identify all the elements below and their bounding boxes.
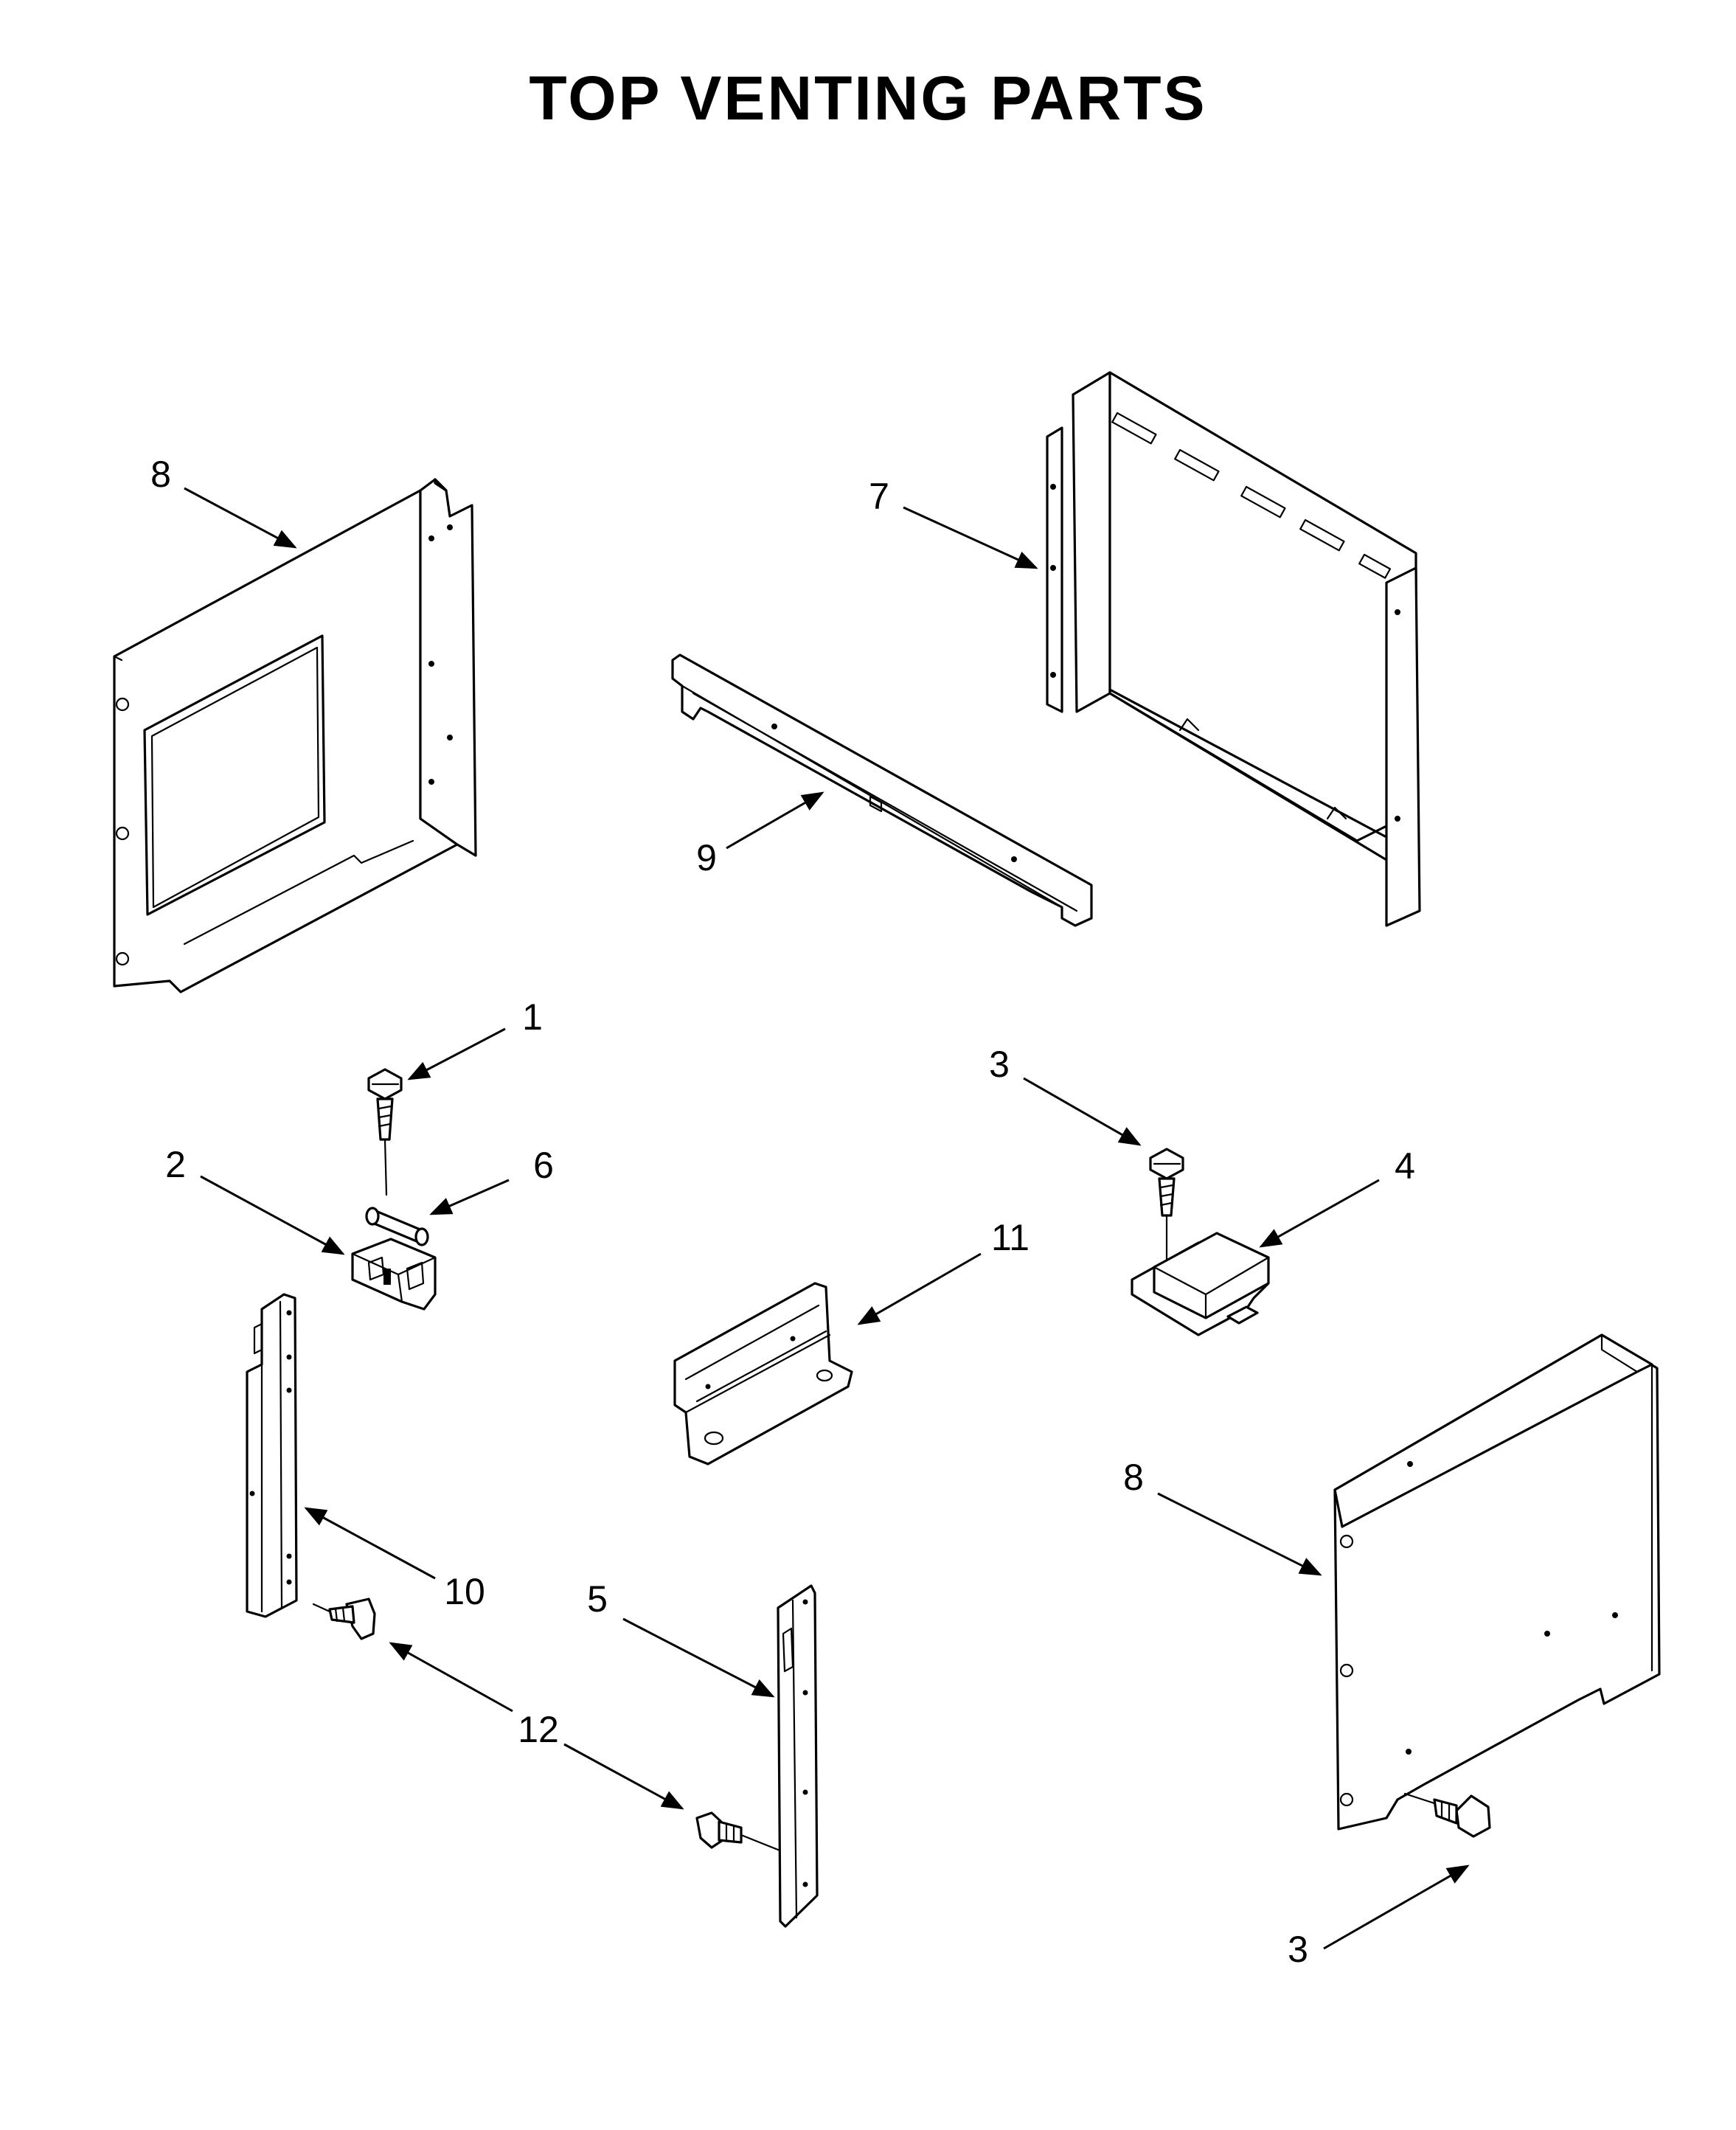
- callout-3-upper: 3: [989, 1044, 1010, 1085]
- leader-3-lower: [1323, 1864, 1470, 1950]
- leader-9: [726, 791, 824, 850]
- callout-11: 11: [991, 1217, 1030, 1258]
- callout-4: 4: [1395, 1145, 1415, 1187]
- leader-2: [200, 1175, 345, 1255]
- leader-12-a: [389, 1642, 513, 1713]
- leader-8-upper: [184, 487, 297, 549]
- leader-3-upper: [1023, 1077, 1142, 1146]
- callout-7: 7: [869, 476, 889, 517]
- callout-8-lower: 8: [1123, 1457, 1144, 1498]
- part-11-bracket[interactable]: [673, 1282, 853, 1465]
- leader-6: [429, 1179, 510, 1215]
- part-9-rail[interactable]: [671, 653, 1093, 927]
- part-1-screw[interactable]: [367, 1068, 403, 1196]
- leader-12-b: [563, 1743, 684, 1810]
- leader-10: [304, 1507, 436, 1580]
- part-8-side-panel-lower[interactable]: [1333, 1333, 1661, 1831]
- leader-7: [903, 506, 1038, 569]
- diagram-title: TOP VENTING PARTS: [529, 63, 1206, 133]
- callout-12: 12: [518, 1709, 559, 1750]
- leader-8-lower: [1157, 1492, 1322, 1576]
- callout-5: 5: [587, 1578, 608, 1620]
- part-2-fuse-holder[interactable]: [351, 1238, 437, 1311]
- part-12-screw-a[interactable]: [312, 1598, 376, 1640]
- part-4-control-box[interactable]: [1131, 1232, 1270, 1336]
- part-8-side-panel-upper[interactable]: [113, 478, 477, 993]
- part-3-screw-upper[interactable]: [1149, 1148, 1184, 1270]
- part-6-fuse[interactable]: [365, 1207, 429, 1246]
- callout-6: 6: [533, 1145, 554, 1186]
- part-10-vertical-rail[interactable]: [246, 1293, 298, 1618]
- callout-10: 10: [444, 1571, 485, 1612]
- leader-4: [1259, 1179, 1380, 1248]
- part-12-screw-b[interactable]: [695, 1811, 783, 1853]
- leader-11: [857, 1252, 982, 1325]
- callout-1: 1: [522, 996, 543, 1038]
- leader-1: [407, 1027, 506, 1080]
- callout-9: 9: [696, 837, 717, 878]
- callout-3-lower: 3: [1288, 1929, 1308, 1970]
- callout-2: 2: [165, 1144, 186, 1185]
- part-5-vertical-rail[interactable]: [777, 1584, 819, 1928]
- part-3-screw-lower[interactable]: [1403, 1792, 1491, 1838]
- part-7-vent-panel[interactable]: [1046, 371, 1421, 927]
- callout-8-upper: 8: [150, 454, 171, 495]
- leader-5: [622, 1617, 775, 1698]
